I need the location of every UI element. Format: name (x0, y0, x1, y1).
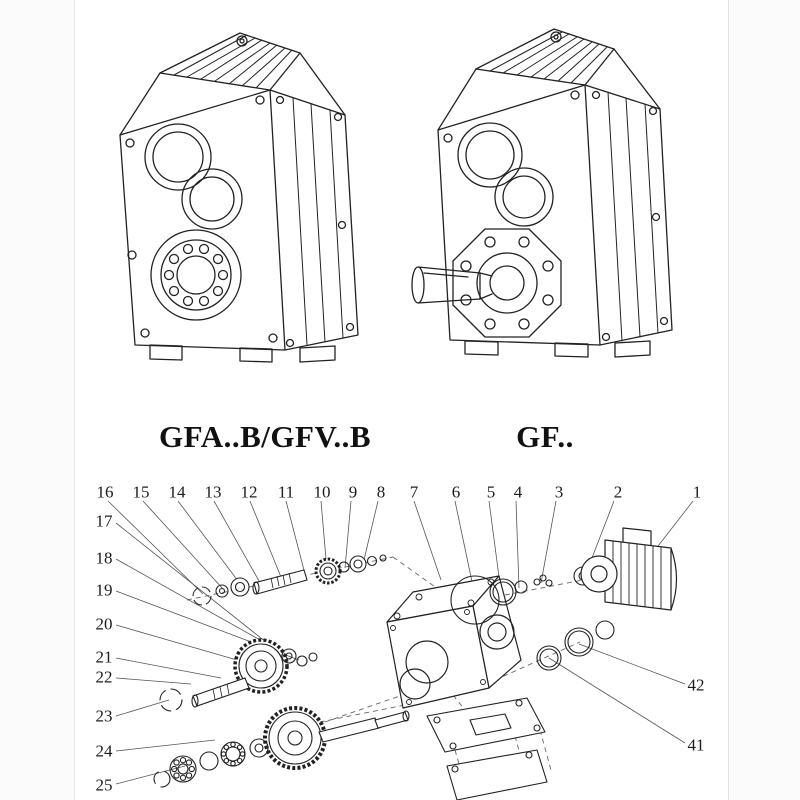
callout-1: 1 (692, 482, 702, 502)
exploded-view-drawing (107, 500, 694, 800)
callout-2: 2 (613, 482, 623, 502)
callout-11: 11 (277, 482, 295, 502)
output-shaft (411, 266, 493, 304)
vent-plug (236, 35, 248, 47)
callout-19: 19 (95, 580, 113, 600)
callout-42: 42 (687, 675, 705, 695)
callout-4: 4 (513, 482, 523, 502)
retaining-rings (536, 620, 615, 671)
gf-gearbox-drawing (411, 28, 673, 358)
callout-22: 22 (95, 667, 113, 687)
output-bearing (150, 229, 242, 321)
callout-20: 20 (95, 614, 113, 634)
housing (386, 575, 522, 709)
callout-9: 9 (348, 482, 358, 502)
gfab-gearbox-drawing (119, 32, 359, 363)
callout-18: 18 (95, 548, 113, 568)
callout-6: 6 (451, 482, 461, 502)
callout-10: 10 (313, 482, 331, 502)
output-gear-stack (153, 706, 410, 788)
callout-41: 41 (687, 735, 705, 755)
gasket-and-cover (426, 697, 548, 800)
ball-bearing (220, 741, 246, 767)
callout-7: 7 (409, 482, 419, 502)
callout-25: 25 (95, 775, 113, 795)
callout-24: 24 (95, 741, 113, 761)
callout-12: 12 (240, 482, 258, 502)
callout-16: 16 (96, 482, 114, 502)
callout-14: 14 (168, 482, 186, 502)
callout-3: 3 (554, 482, 564, 502)
callout-8: 8 (376, 482, 386, 502)
model-label-gfab: GFA..B/GFV..B (158, 419, 372, 454)
motor (580, 527, 678, 611)
callout-15: 15 (132, 482, 150, 502)
vent-plug (550, 31, 562, 43)
intermediate-gear-cluster (159, 638, 318, 712)
model-label-gf: GF.. (516, 419, 574, 454)
callout-17: 17 (95, 511, 113, 531)
callout-23: 23 (95, 706, 113, 726)
callout-5: 5 (486, 482, 496, 502)
input-shaft-parts (192, 554, 387, 606)
callout-13: 13 (204, 482, 222, 502)
roller-bearing (169, 755, 197, 783)
callout-21: 21 (95, 647, 113, 667)
